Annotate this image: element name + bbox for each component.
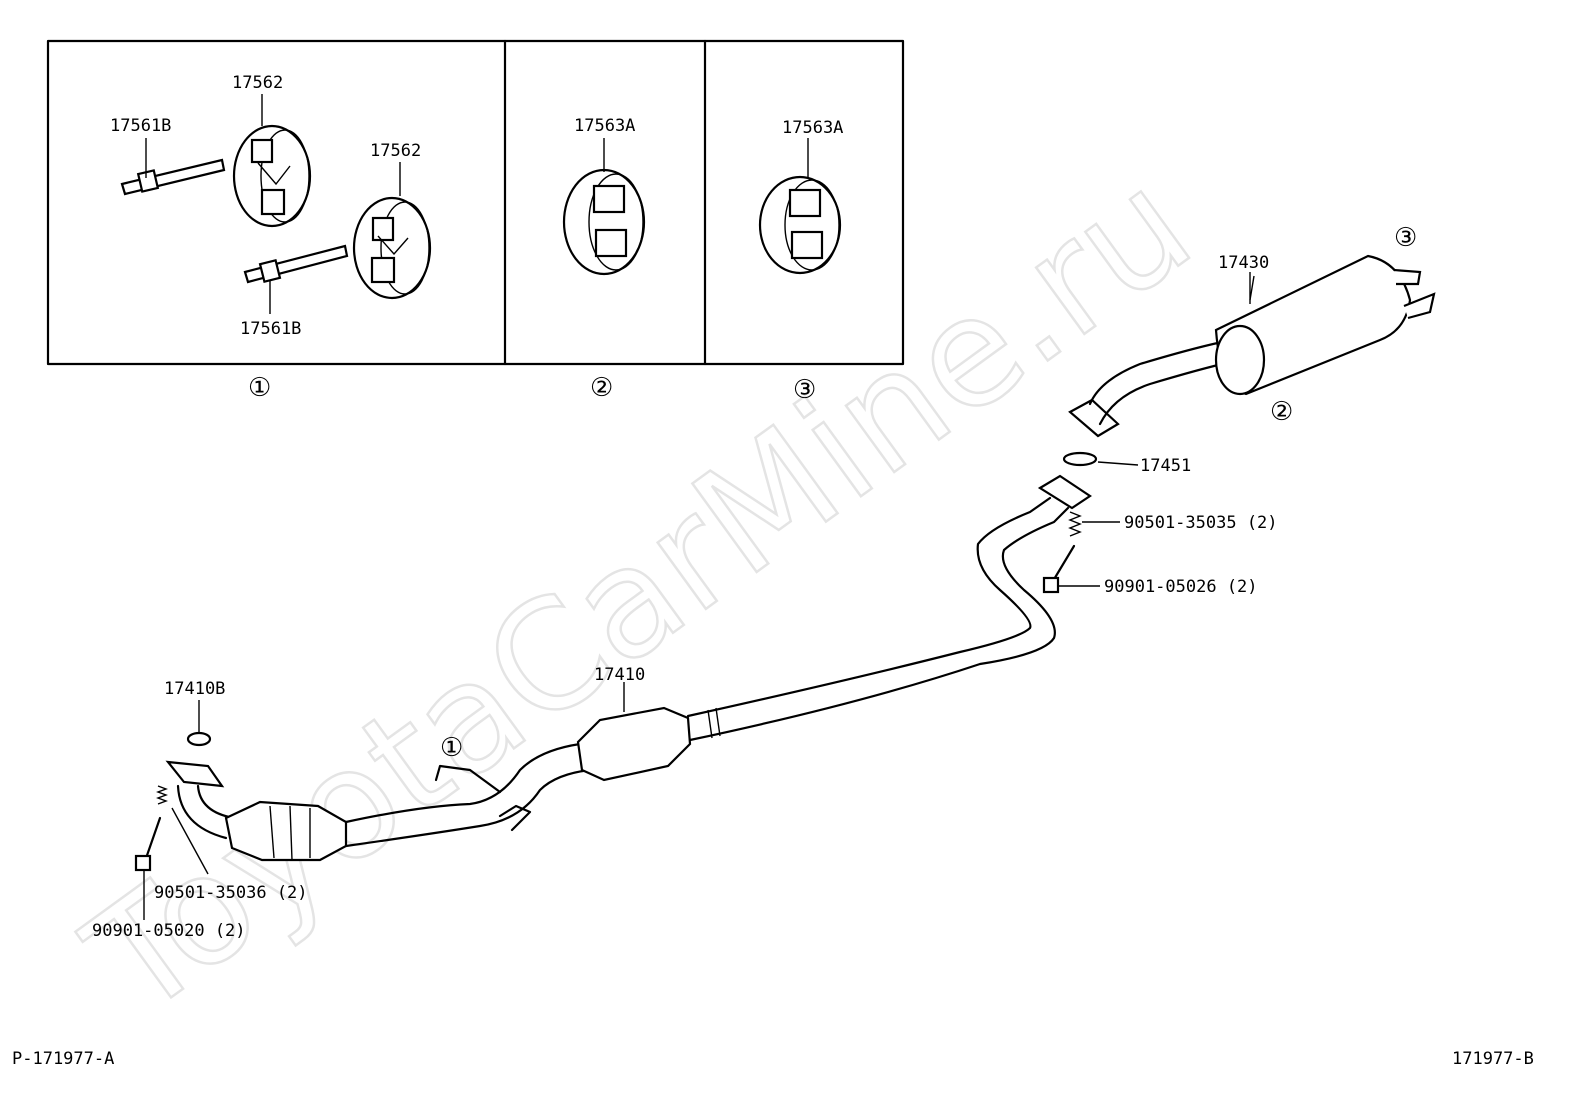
inset-panel-2: 17563A ② [562,116,646,403]
hanger-rubber-b [352,196,432,300]
label-17430: 17430 [1218,253,1269,273]
label-17562-a: 17562 [232,73,283,93]
panel-2-marker: ② [590,373,613,403]
inset-panel-3: 17563A ③ [758,118,843,405]
hanger-rubber-a [232,124,312,228]
stud-bolt-a [120,142,226,196]
label-17562-b: 17562 [370,141,421,161]
label-17451: 17451 [1140,456,1191,476]
footer-right-code: 171977-B [1452,1049,1534,1069]
inset-panel-1: 17562 17561B 17562 17561B ① [110,73,432,403]
label-90901-05026: 90901-05026 (2) [1104,577,1258,597]
panel-1-marker: ① [248,373,271,403]
panel-3-marker: ③ [793,375,816,405]
gasket-17451 [1062,451,1098,467]
label-17563a-panel3: 17563A [782,118,843,138]
label-90501-35035: 90501-35035 (2) [1124,513,1278,533]
front-joint-hardware [134,700,212,920]
label-17410b: 17410B [164,679,225,699]
label-17563a-panel2: 17563A [574,116,635,136]
front-pipe-assembly [165,742,592,862]
main-marker-3: ③ [1394,223,1417,253]
stud-bolt-b [243,244,349,314]
inset-box [46,39,905,366]
label-90501-35036: 90501-35036 (2) [154,883,308,903]
label-17561b-a: 17561B [110,116,171,136]
main-marker-1: ① [440,733,463,763]
watermark: ToyotaCarMine.ru [58,138,1221,1050]
rear-joint-hardware [1042,511,1120,594]
label-17410: 17410 [594,665,645,685]
main-marker-2: ② [1270,397,1293,427]
footer-left-code: P-171977-A [12,1049,114,1069]
center-pipe-assembly [576,474,1092,782]
label-17561b-b: 17561B [240,319,301,339]
gasket-17410b [186,731,212,747]
label-90901-05020: 90901-05020 (2) [92,921,246,941]
